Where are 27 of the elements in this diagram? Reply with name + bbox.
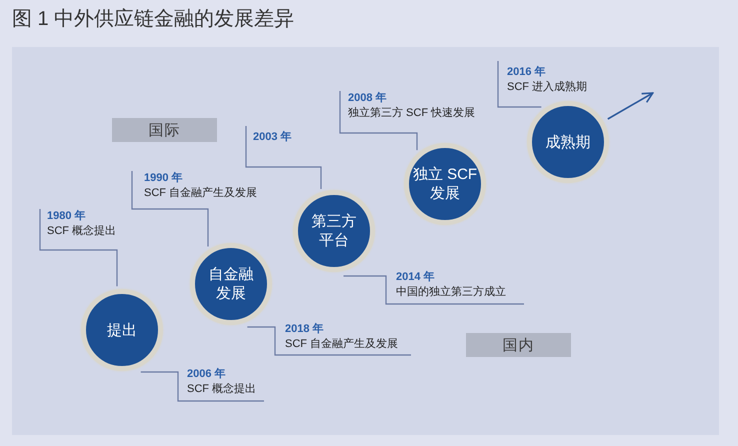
event-label: 独立第三方 SCF 快速发展: [348, 106, 476, 121]
leader-line: [140, 371, 264, 402]
leader-line: [497, 61, 542, 108]
event-label: 中国的独立第三方成立: [396, 285, 507, 300]
figure-title: 图 1 中外供应链金融的发展差异: [12, 7, 294, 32]
year-label: 1990 年: [144, 171, 184, 186]
event-label: SCF 自金融产生及发展: [285, 337, 400, 352]
year-label: 2018 年: [285, 322, 325, 337]
leader-line: [39, 209, 118, 286]
year-label: 2006 年: [187, 367, 227, 382]
leader-line: [247, 326, 411, 356]
leader-line: [131, 171, 209, 246]
year-label: 2016 年: [507, 65, 547, 80]
event-label: SCF 概念提出: [187, 382, 258, 397]
year-label: 2003 年: [253, 130, 293, 145]
region-tag: 国内: [466, 333, 571, 357]
leader-line: [339, 91, 418, 150]
region-tag: 国际: [112, 118, 217, 142]
event-label: SCF 概念提出: [47, 224, 118, 239]
year-label: 1980 年: [47, 209, 87, 224]
year-label: 2014 年: [396, 270, 436, 285]
event-label: SCF 进入成熟期: [507, 80, 588, 95]
year-label: 2008 年: [348, 91, 388, 106]
leader-line: [245, 126, 322, 189]
arrow: [607, 92, 654, 120]
event-label: SCF 自金融产生及发展: [144, 186, 258, 201]
leader-line: [344, 275, 524, 305]
